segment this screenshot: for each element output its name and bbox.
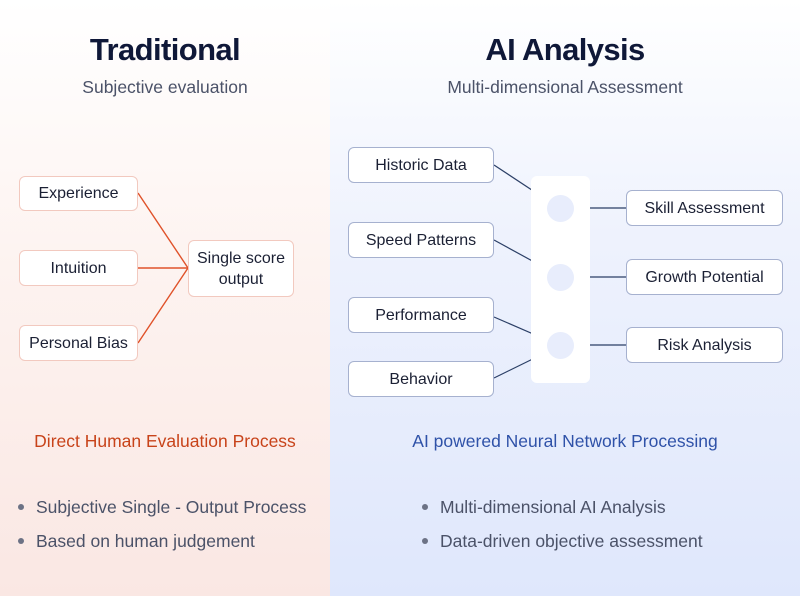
neuron-1 bbox=[547, 195, 574, 222]
traditional-subtitle: Subjective evaluation bbox=[82, 77, 248, 97]
input-node-behavior: Behavior bbox=[348, 361, 494, 397]
traditional-panel bbox=[0, 0, 330, 596]
input-node-speed-patterns: Speed Patterns bbox=[348, 222, 494, 258]
ai-caption: AI powered Neural Network Processing bbox=[412, 431, 718, 451]
list-item: Based on human judgement bbox=[18, 530, 306, 564]
list-item: Data-driven objective assessment bbox=[422, 530, 703, 564]
traditional-title: Traditional bbox=[89, 32, 241, 67]
output-node-risk-analysis: Risk Analysis bbox=[626, 327, 783, 363]
list-item: Subjective Single - Output Process bbox=[18, 496, 306, 530]
output-node-growth-potential: Growth Potential bbox=[626, 259, 783, 295]
ai-analysis-title: AI Analysis bbox=[485, 32, 645, 67]
traditional-connectors bbox=[137, 192, 189, 344]
list-item: Multi-dimensional AI Analysis bbox=[422, 496, 703, 530]
input-node-experience: Experience bbox=[19, 176, 138, 211]
output-node-skill-assessment: Skill Assessment bbox=[626, 190, 783, 226]
link-experience-output bbox=[137, 192, 189, 269]
input-node-historic-data: Historic Data bbox=[348, 147, 494, 183]
input-node-personal-bias: Personal Bias bbox=[19, 325, 138, 361]
output-node-single-score: Single score output bbox=[188, 240, 294, 297]
neuron-2 bbox=[547, 264, 574, 291]
traditional-caption: Direct Human Evaluation Process bbox=[34, 431, 296, 451]
input-node-performance: Performance bbox=[348, 297, 494, 333]
neuron-3 bbox=[547, 332, 574, 359]
ai-analysis-subtitle: Multi-dimensional Assessment bbox=[447, 77, 683, 97]
input-node-intuition: Intuition bbox=[19, 250, 138, 286]
traditional-bullet-list: Subjective Single - Output Process Based… bbox=[18, 496, 306, 564]
ai-bullet-list: Multi-dimensional AI Analysis Data-drive… bbox=[422, 496, 703, 564]
link-bias-output bbox=[137, 267, 189, 344]
